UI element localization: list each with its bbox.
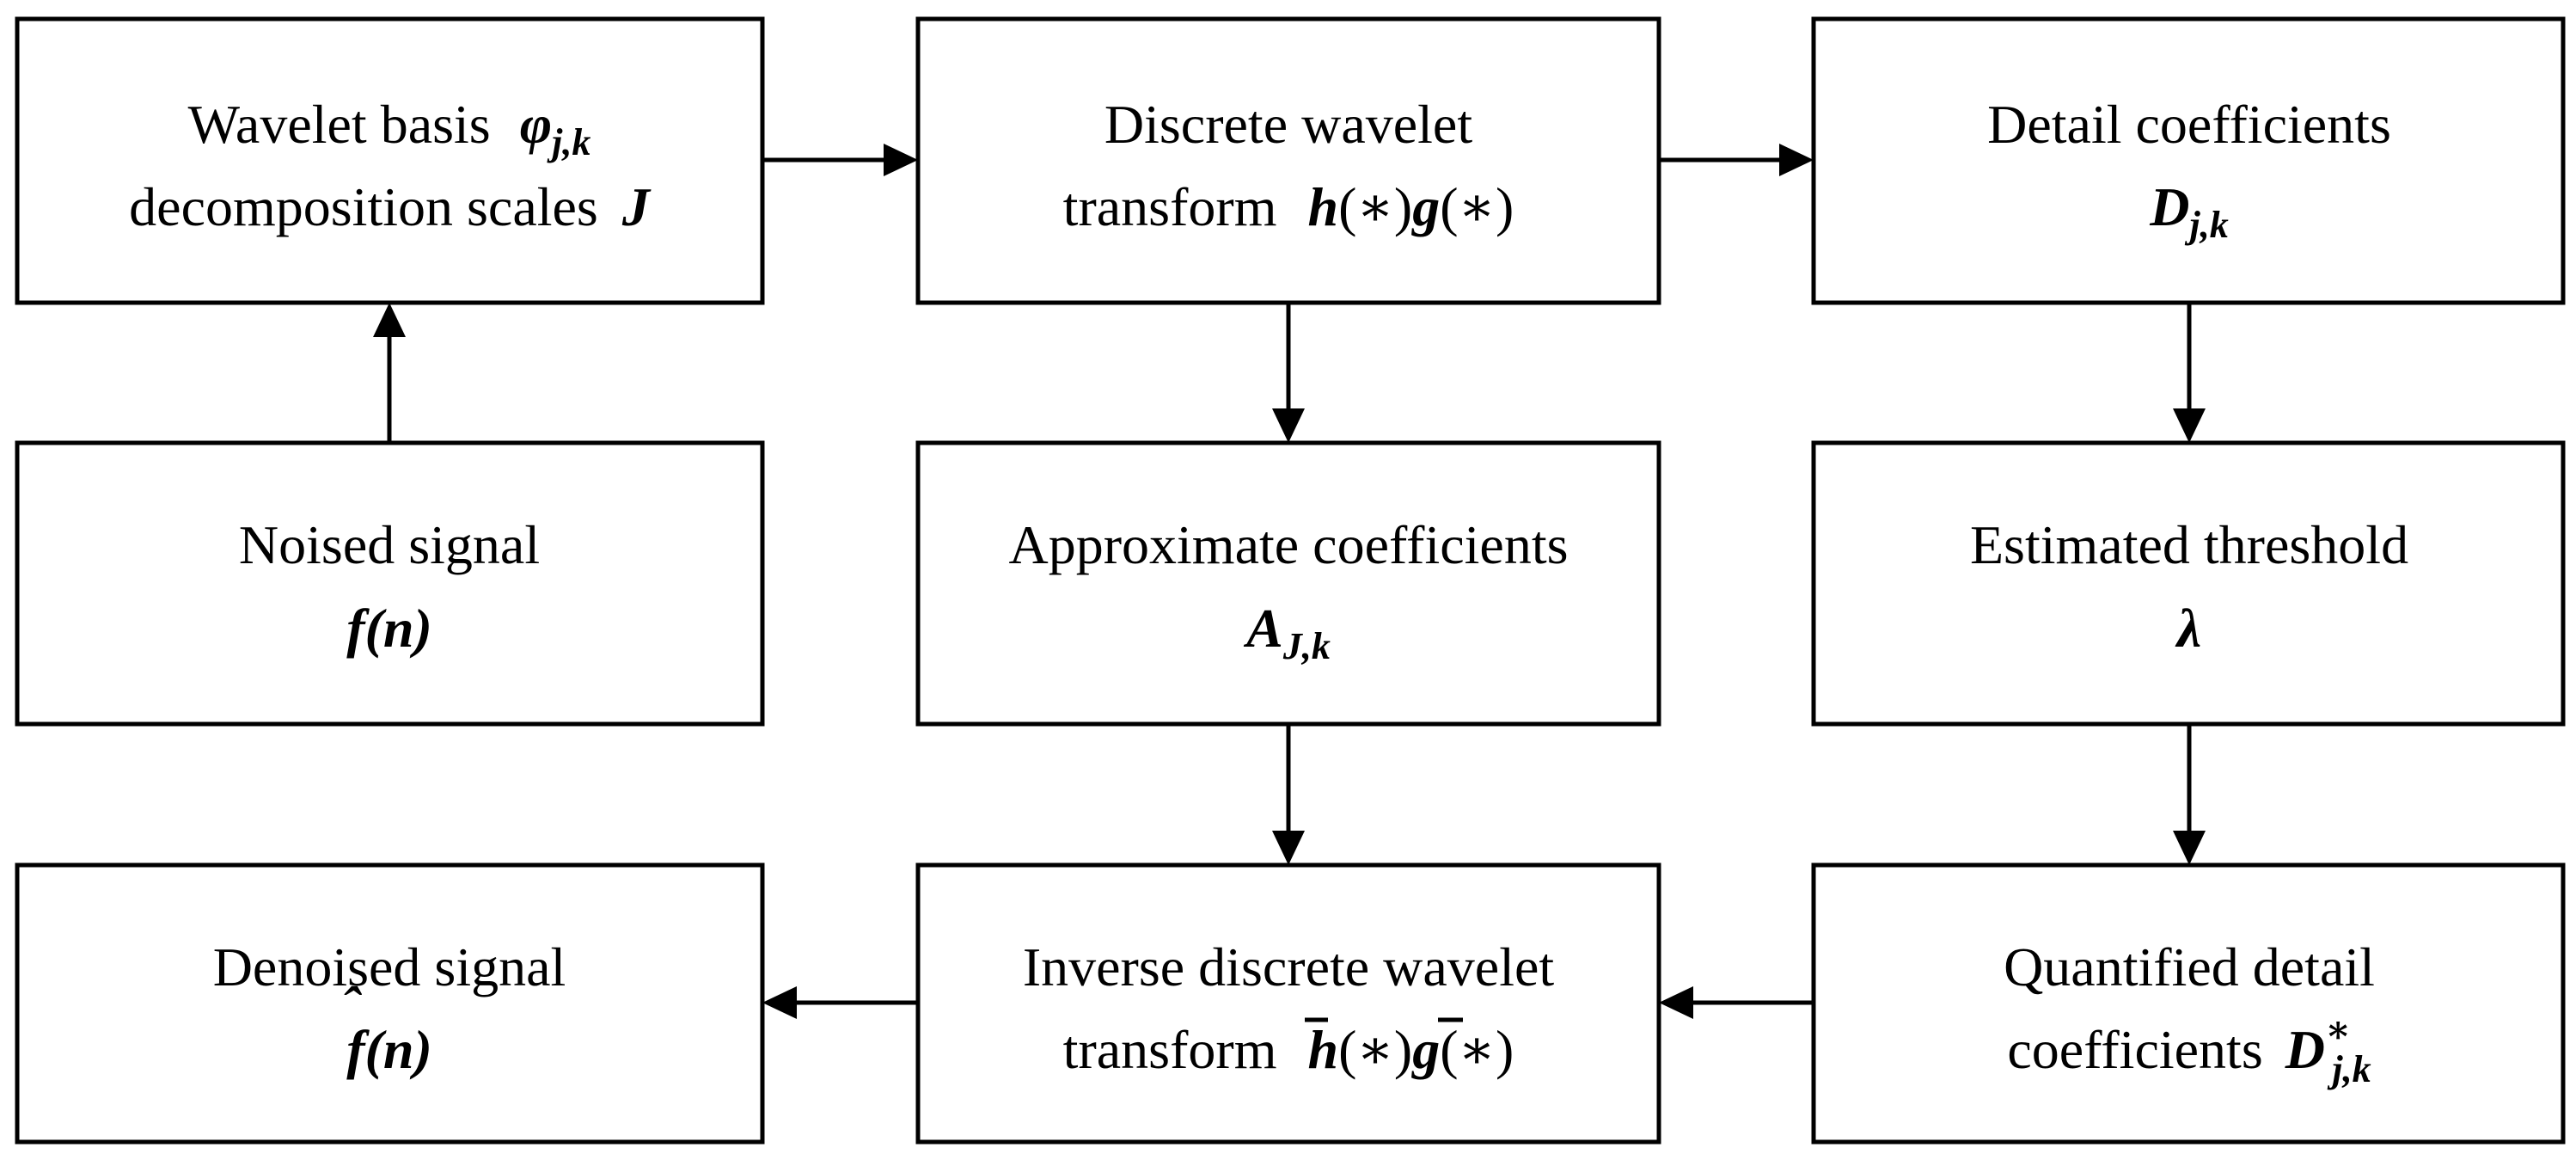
quantified-detail-symbol: D bbox=[2285, 1019, 2325, 1080]
arrowhead-noised-to-basis bbox=[373, 303, 406, 337]
connectors bbox=[373, 144, 2206, 1019]
idwt-h-bar-filter: h bbox=[1307, 1019, 1338, 1080]
idwt-transform-label: transform bbox=[1063, 1019, 1277, 1080]
svg-text:AJ,k: AJ,k bbox=[1243, 598, 1331, 667]
quantified-detail-subscript: j,k bbox=[2327, 1048, 2371, 1090]
dwt-h-filter: h bbox=[1307, 176, 1338, 237]
denoised-signal-argument: (n) bbox=[365, 1019, 432, 1080]
box-estimated-threshold: Estimated threshold λ bbox=[1811, 440, 2566, 727]
decomposition-scales-symbol: J bbox=[621, 176, 652, 237]
box-noised-signal: Noised signal f(n) bbox=[15, 440, 765, 727]
svg-text:Dj,k: Dj,k bbox=[2149, 176, 2228, 246]
idwt-g-operator: (∗) bbox=[1440, 1019, 1514, 1080]
arrowhead-threshold-to-quantified bbox=[2173, 831, 2206, 865]
svg-text:transform h(∗)g(∗): transform h(∗)g(∗) bbox=[1063, 176, 1514, 237]
estimated-threshold-label: Estimated threshold bbox=[1970, 514, 2408, 575]
svg-text:f(n): f(n) bbox=[346, 598, 432, 659]
denoised-signal-hat-accent: ˆ bbox=[341, 976, 362, 1037]
box-detail-coefficients: Detail coefficients Dj,k bbox=[1811, 16, 2566, 305]
threshold-lambda-symbol: λ bbox=[2175, 598, 2201, 659]
denoised-signal-label: Denoised signal bbox=[213, 936, 566, 997]
box-quantified-detail-coefficients: Quantified detail coefficients D∗j,k bbox=[1811, 862, 2566, 1145]
detail-coefficients-subscript: j,k bbox=[2184, 204, 2228, 246]
box-wavelet-basis: Wavelet basis φj,k decomposition scales … bbox=[15, 16, 765, 305]
approximate-coefficients-label: Approximate coefficients bbox=[1008, 514, 1568, 575]
wavelet-basis-symbol: φ bbox=[520, 94, 552, 155]
wavelet-basis-label: Wavelet basis bbox=[188, 94, 491, 155]
idwt-title: Inverse discrete wavelet bbox=[1023, 936, 1555, 997]
detail-coefficients-symbol: D bbox=[2149, 176, 2189, 237]
quantified-detail-label: Quantified detail bbox=[2004, 936, 2375, 997]
dwt-title: Discrete wavelet bbox=[1104, 94, 1472, 155]
approximate-coefficients-subscript: J,k bbox=[1282, 625, 1331, 667]
arrowhead-quantified-to-idwt bbox=[1659, 986, 1693, 1019]
arrowhead-dwt-to-approx bbox=[1272, 408, 1305, 443]
svg-text:Wavelet basis φj,k: Wavelet basis φj,k bbox=[188, 94, 591, 163]
quantified-coefficients-label: coefficients bbox=[2007, 1019, 2262, 1080]
wavelet-basis-symbol-subscript: j,k bbox=[547, 121, 590, 163]
decomposition-scales-label: decomposition scales bbox=[129, 176, 598, 237]
box-inverse-discrete-wavelet-transform: Inverse discrete wavelet transform h(∗)g… bbox=[915, 862, 1661, 1145]
noised-signal-label: Noised signal bbox=[239, 514, 540, 575]
noised-signal-argument: (n) bbox=[365, 598, 432, 659]
idwt-h-operator: (∗) bbox=[1338, 1019, 1412, 1080]
svg-text:coefficients D∗j,k: coefficients D∗j,k bbox=[2007, 1009, 2371, 1090]
arrowhead-basis-to-dwt bbox=[884, 144, 918, 176]
dwt-g-operator: (∗) bbox=[1440, 176, 1514, 237]
dwt-transform-label: transform bbox=[1063, 176, 1277, 237]
arrowhead-detail-to-threshold bbox=[2173, 408, 2206, 443]
svg-text:decomposition scales J: decomposition scales J bbox=[129, 176, 652, 237]
arrowhead-dwt-to-detail bbox=[1779, 144, 1814, 176]
arrowhead-idwt-to-denoised bbox=[762, 986, 797, 1019]
box-denoised-signal: Denoised signal f(n) ˆ bbox=[15, 862, 765, 1145]
quantified-detail-superscript: ∗ bbox=[2325, 1009, 2351, 1051]
idwt-g-bar-filter: g bbox=[1410, 1019, 1440, 1080]
box-approximate-coefficients: Approximate coefficients AJ,k bbox=[915, 440, 1661, 727]
dwt-h-operator: (∗) bbox=[1338, 176, 1412, 237]
arrowhead-approx-to-idwt bbox=[1272, 831, 1305, 865]
detail-coefficients-label: Detail coefficients bbox=[1987, 94, 2391, 155]
box-discrete-wavelet-transform: Discrete wavelet transform h(∗)g(∗) bbox=[915, 16, 1661, 305]
svg-text:transform h(∗)g(∗): transform h(∗)g(∗) bbox=[1063, 1019, 1514, 1080]
approximate-coefficients-symbol: A bbox=[1243, 598, 1283, 659]
dwt-g-filter: g bbox=[1410, 176, 1440, 237]
svg-text:f(n): f(n) bbox=[346, 1019, 432, 1080]
